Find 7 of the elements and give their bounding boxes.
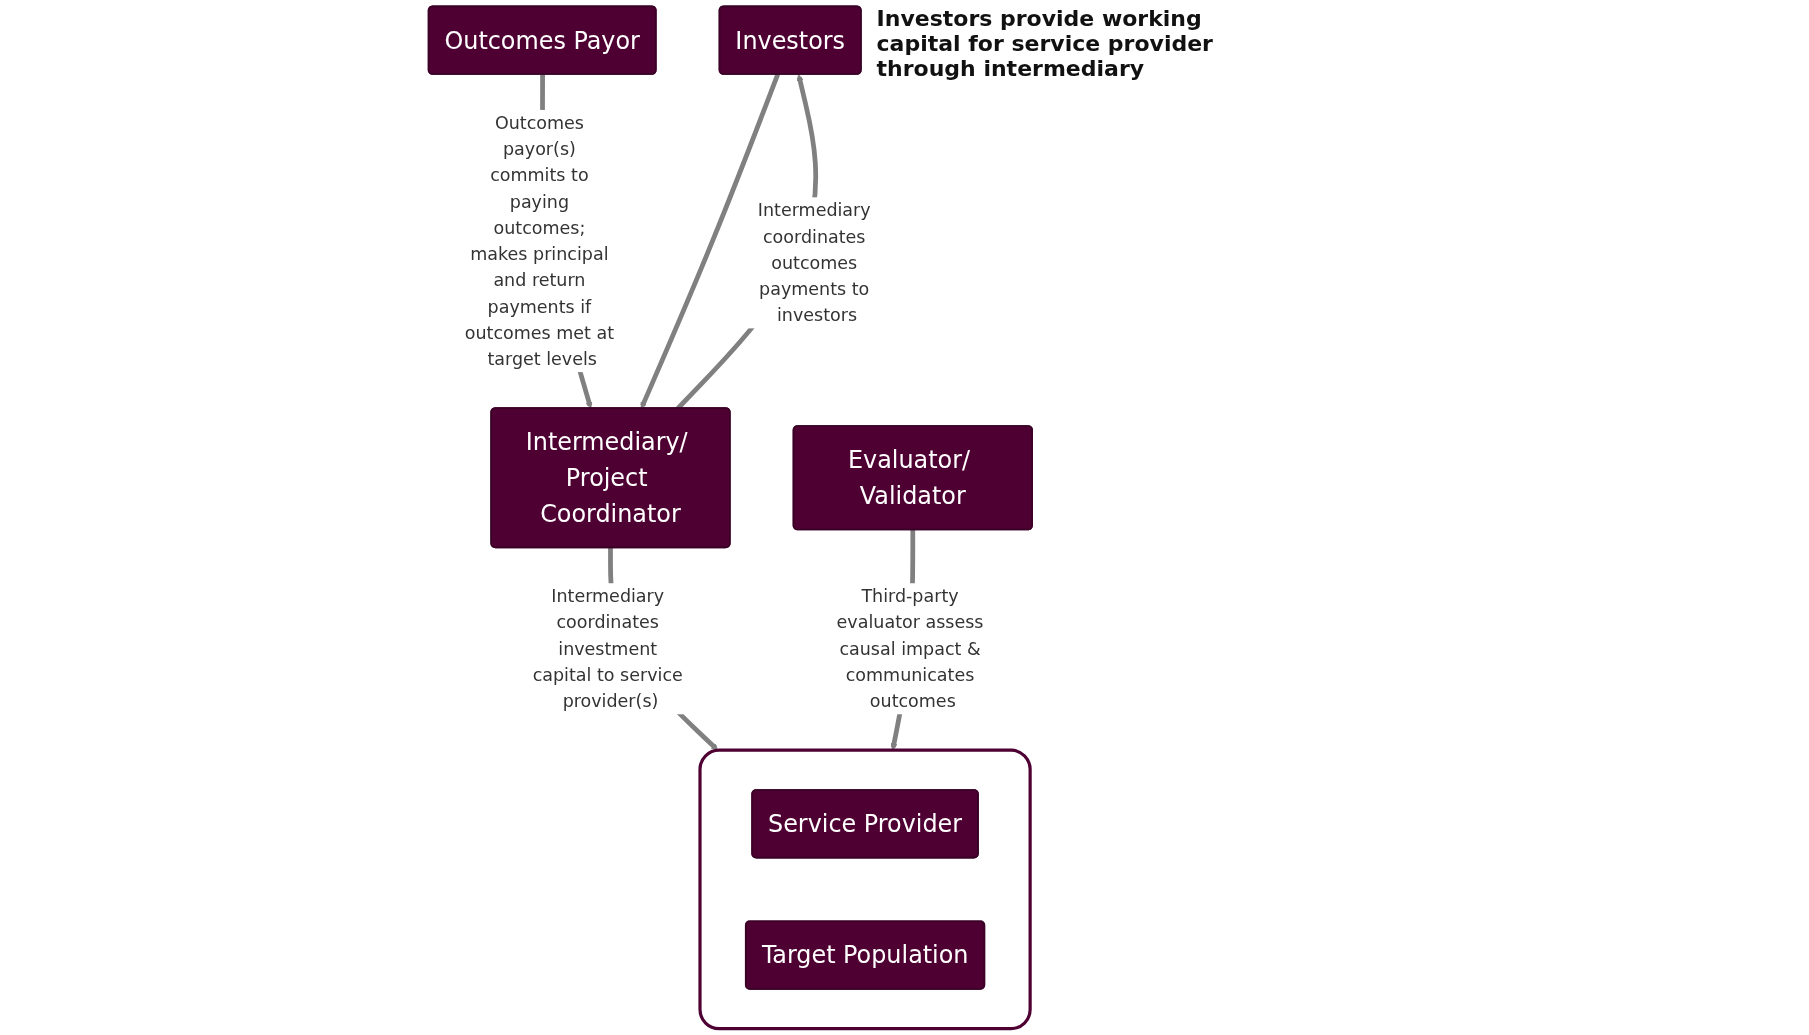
edge-label: Outcomes payor(s) commits to paying outcomes; makes principal and return payments if outcomes met at target levels — [464, 112, 614, 370]
cluster — [698, 748, 1032, 1031]
edge-label: Third-party evaluator assess causal impact & communicates outcomes — [836, 586, 984, 712]
edge-label: Intermediary coordinates investment capital to service provider(s) — [532, 586, 683, 712]
node-caption: Investors provide working capital for service provider through intermediary — [876, 6, 1214, 82]
arrow — [640, 73, 780, 409]
edge-label: Intermediary coordinates outcomes payments to investors — [757, 200, 871, 326]
